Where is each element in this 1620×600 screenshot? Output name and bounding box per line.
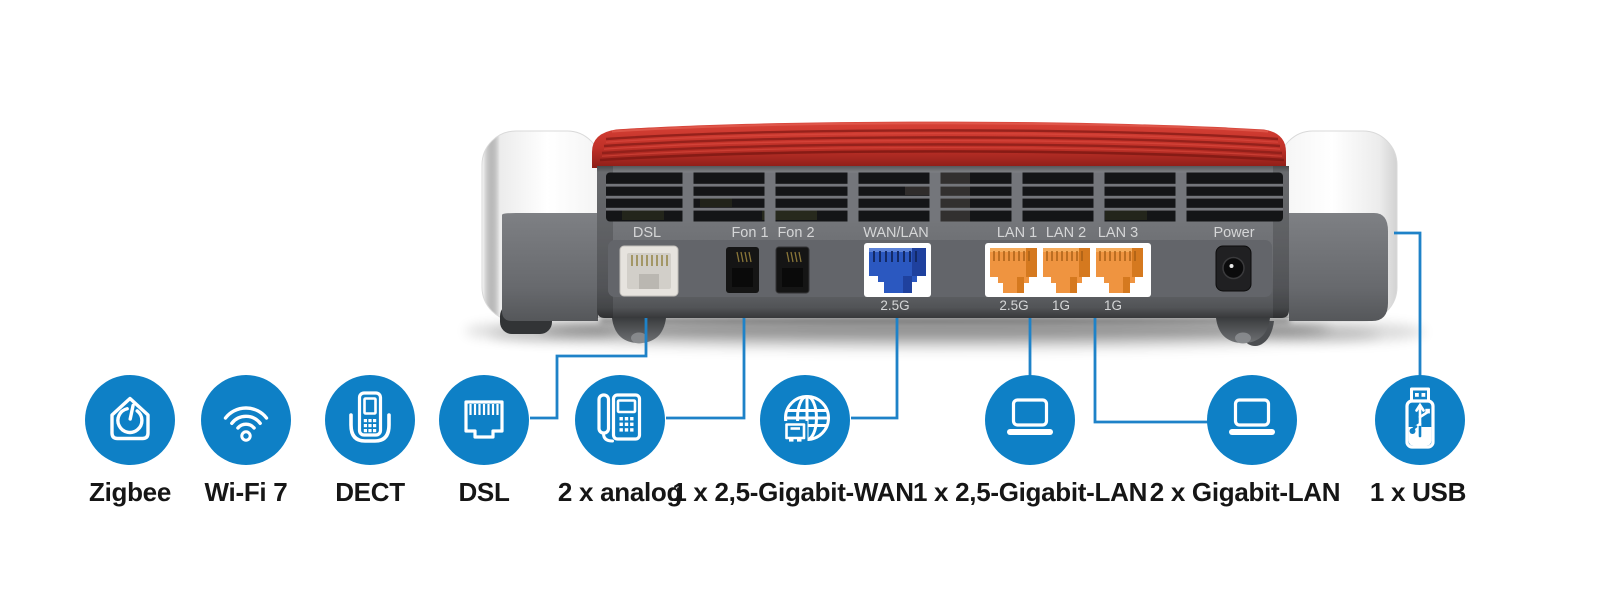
lan2-port (1043, 248, 1090, 293)
speed-badge-lan3: 1G (1104, 298, 1122, 313)
router-feet (612, 318, 1270, 344)
left-cap-side-panel (502, 213, 598, 321)
feature-zigbee: Zigbee (0, 375, 260, 508)
feature-dsl: DSL (354, 375, 614, 508)
zigbee-home-icon (85, 375, 175, 465)
port-label-dsl: DSL (633, 225, 661, 241)
feature-analog: 2 x analog (490, 375, 750, 508)
analog-phone-icon (575, 375, 665, 465)
dect-handset-icon (325, 375, 415, 465)
feature-label: DECT (335, 477, 405, 507)
left-end-cap (481, 130, 602, 334)
feature-wan: 1 x 2,5-Gigabit-WAN (672, 375, 935, 508)
right-end-cap (1238, 130, 1398, 346)
port-label-wan-lan: WAN/LAN (863, 225, 929, 241)
port-label-lan1: LAN 1 (997, 225, 1037, 241)
feature-gigabit-lan: 2 x Gigabit-LAN (1122, 375, 1382, 508)
port-label-lan2: LAN 2 (1046, 225, 1086, 241)
fon1-port (726, 247, 759, 293)
port-panel (608, 240, 1272, 297)
feature-lan-25g: 1 x 2,5-Gigabit-LAN (900, 375, 1160, 508)
port-label-fon2: Fon 2 (777, 225, 814, 241)
wifi-icon (201, 375, 291, 465)
laptop-icon (1207, 375, 1297, 465)
speed-badge-wan: 2.5G (880, 298, 909, 313)
feature-label: 1 x 2,5-Gigabit-WAN (672, 477, 914, 507)
feature-label: 2 x analog (557, 477, 683, 507)
lan3-port (1096, 248, 1143, 293)
feature-dect: DECT (240, 375, 500, 508)
port-label-fon1: Fon 1 (731, 225, 768, 241)
power-jack (1215, 245, 1252, 292)
feature-label: 1 x USB (1369, 477, 1467, 507)
port-label-power: Power (1213, 225, 1254, 241)
laptop-icon (985, 375, 1075, 465)
feature-label: Wi-Fi 7 (204, 477, 288, 507)
dsl-jack-icon (439, 375, 529, 465)
connector-analog (666, 318, 746, 420)
floor-shadow (465, 317, 1425, 350)
connector-gigabit-lan (1093, 318, 1208, 424)
globe-wan-icon (760, 375, 850, 465)
dsl-port (619, 245, 679, 297)
right-cap-side-panel (1289, 213, 1388, 321)
feature-label: Zigbee (89, 477, 171, 507)
feature-label: 2 x Gigabit-LAN (1149, 477, 1341, 507)
lan-ports-block (985, 243, 1151, 297)
port-label-lan3: LAN 3 (1098, 225, 1138, 241)
usb-stick-icon (1375, 375, 1465, 465)
feature-label: DSL (458, 477, 510, 507)
speed-badge-lan1: 2.5G (999, 298, 1028, 313)
lan1-port (990, 248, 1037, 293)
ventilation-grille (606, 172, 1283, 222)
speed-badge-lan2: 1G (1052, 298, 1070, 313)
fon2-port (775, 246, 810, 294)
wan-lan-port (864, 243, 931, 297)
connector-dsl (530, 318, 648, 420)
red-top-band (592, 121, 1286, 168)
connector-wan (851, 318, 899, 420)
feature-label: 1 x 2,5-Gigabit-LAN (912, 477, 1148, 507)
connector-usb (1394, 231, 1422, 377)
feature-wifi: Wi-Fi 7 (116, 375, 376, 508)
feature-usb: 1 x USB (1290, 375, 1550, 508)
